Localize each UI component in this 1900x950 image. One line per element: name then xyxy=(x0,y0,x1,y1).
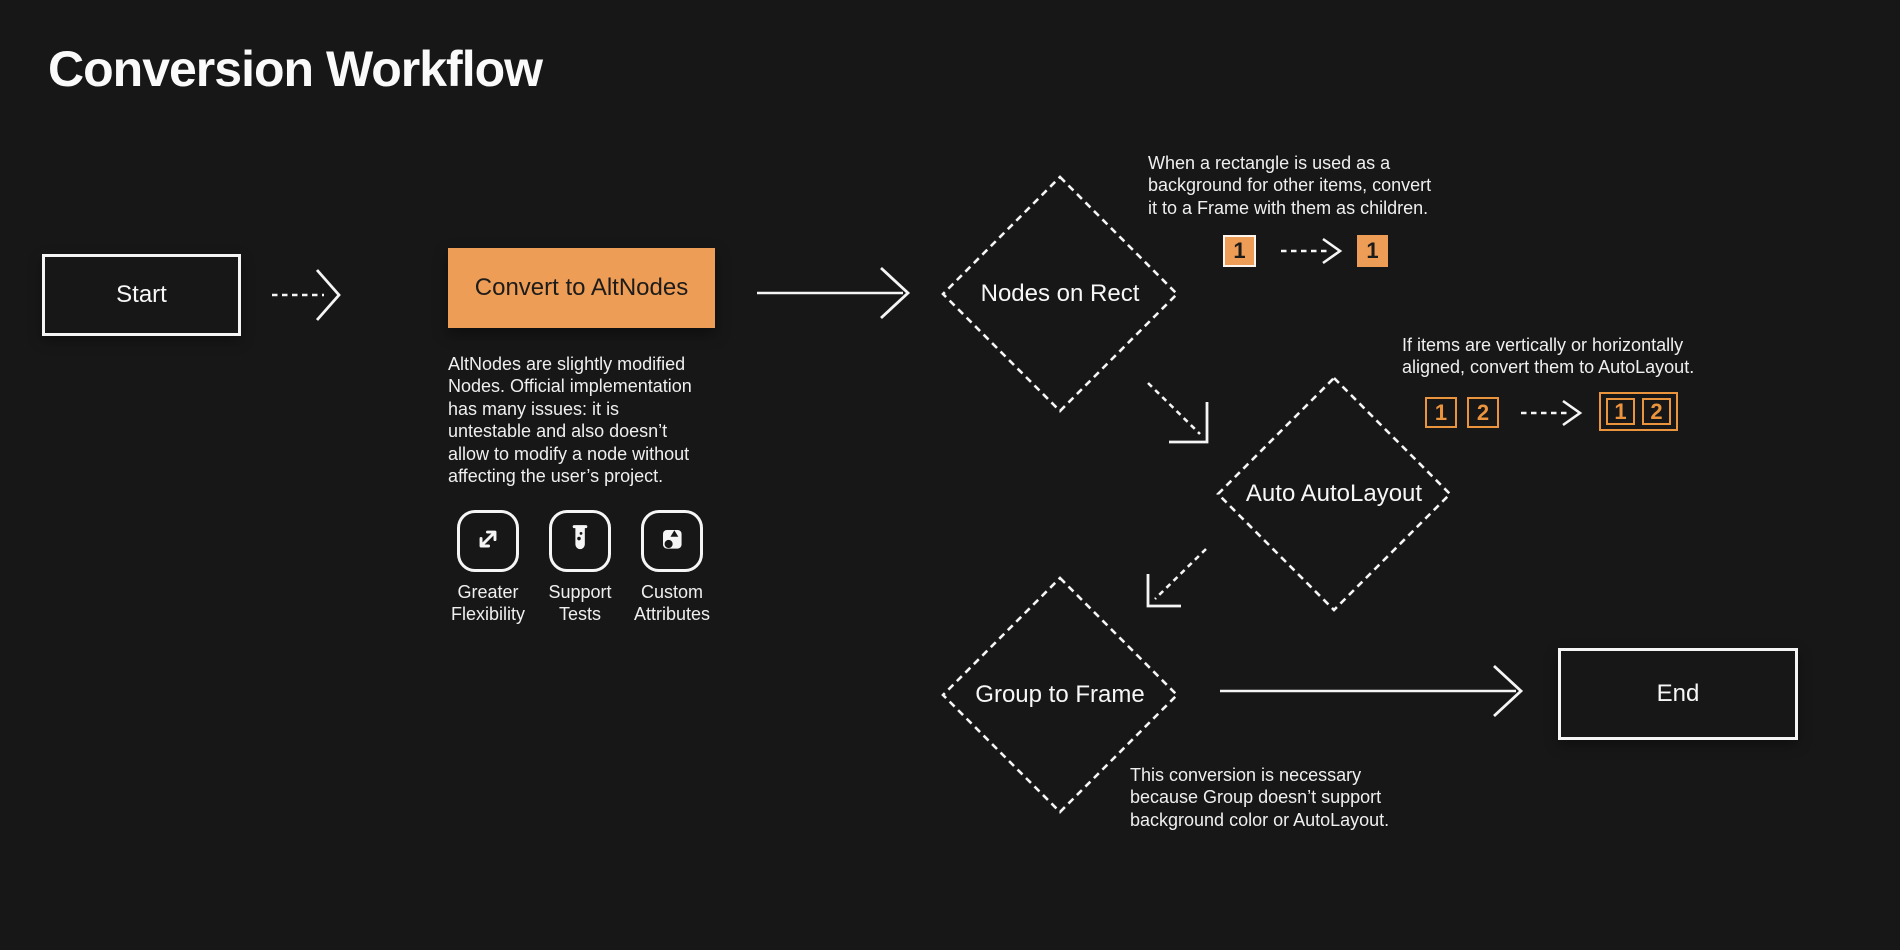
arrow-nodes-on-rect-to-auto-autolayout xyxy=(1147,382,1201,435)
altnodes-description: AltNodes are slightly modified Nodes. Of… xyxy=(448,353,692,487)
description-line: untestable and also doesn’t xyxy=(448,421,668,442)
feature-support-tests: Support Tests xyxy=(534,510,626,625)
end-node: End xyxy=(1558,648,1798,740)
feature-custom-attributes: Custom Attributes xyxy=(626,510,718,625)
annotation-line: because Group doesn’t support xyxy=(1130,787,1382,808)
page-title: Conversion Workflow xyxy=(48,41,543,97)
arrowhead-annotation-to-autolayout xyxy=(1562,399,1583,427)
arrowhead-group-to-frame-to-end xyxy=(1493,664,1524,718)
arrowhead-convert-to-nodes-on-rect xyxy=(880,266,911,320)
shapes-icon xyxy=(654,521,690,562)
description-line: has many issues: it is xyxy=(448,398,620,419)
arrowhead-annotation-rect-to-frame xyxy=(1322,237,1343,265)
arrowhead-nodes-on-rect-to-auto-autolayout xyxy=(1169,402,1209,444)
nodes-on-rect-node: Nodes on Rect xyxy=(980,280,1140,307)
icon-card xyxy=(641,510,703,572)
feature-label: Greater Flexibility xyxy=(450,582,525,624)
annotation-line: When a rectangle is used as a xyxy=(1148,153,1391,173)
annotation-line: it to a Frame with them as children. xyxy=(1148,197,1429,218)
annotation-line: This conversion is necessary xyxy=(1130,765,1362,785)
feature-list: Greater Flexibility Support Tests xyxy=(442,510,718,625)
icon-card xyxy=(549,510,611,572)
frame-item-badge: 1 xyxy=(1357,235,1388,267)
description-line: allow to modify a node without xyxy=(448,443,690,464)
aligned-item-1-badge: 1 xyxy=(1425,397,1457,428)
arrow-auto-autolayout-to-group-to-frame xyxy=(1154,548,1207,600)
convert-to-altnodes-label: Convert to AltNodes xyxy=(474,274,689,301)
aligned-item-2-badge: 2 xyxy=(1467,397,1499,428)
annotation-line: If items are vertically or horizontally xyxy=(1402,335,1684,355)
convert-to-altnodes-node: Convert to AltNodes xyxy=(448,248,715,328)
group-to-frame-annotation: This conversion is necessary because Gro… xyxy=(1130,764,1389,831)
annotation-line: aligned, convert them to AutoLayout. xyxy=(1402,357,1695,378)
group-to-frame-node: Group to Frame xyxy=(975,681,1145,708)
annotation-line: background color or AutoLayout. xyxy=(1130,809,1390,830)
end-node-label: End xyxy=(1656,680,1700,707)
nodes-on-rect-annotation: When a rectangle is used as a background… xyxy=(1148,152,1431,219)
autolayout-group-badge: 1 2 xyxy=(1599,392,1678,431)
arrowhead-auto-autolayout-to-group-to-frame xyxy=(1146,574,1181,608)
feature-greater-flexibility: Greater Flexibility xyxy=(442,510,534,625)
arrowhead-start-to-convert xyxy=(315,269,341,321)
rect-item-badge: 1 xyxy=(1223,235,1256,267)
icon-card xyxy=(457,510,519,572)
expand-diagonal-icon xyxy=(470,521,506,562)
annotation-line: background for other items, convert xyxy=(1148,175,1432,196)
description-line: Nodes. Official implementation xyxy=(448,376,692,397)
feature-label: Custom Attributes xyxy=(633,582,711,624)
autolayout-item-1-badge: 1 xyxy=(1606,398,1635,425)
test-tube-icon xyxy=(562,521,598,562)
auto-autolayout-node: Auto AutoLayout xyxy=(1245,480,1423,507)
start-node: Start xyxy=(42,254,241,336)
auto-autolayout-annotation: If items are vertically or horizontally … xyxy=(1402,334,1694,379)
description-line: AltNodes are slightly modified xyxy=(448,354,686,374)
autolayout-item-2-badge: 2 xyxy=(1642,398,1671,425)
start-node-label: Start xyxy=(116,281,167,308)
feature-label: Support Tests xyxy=(548,582,612,624)
description-line: affecting the user’s project. xyxy=(448,466,664,487)
